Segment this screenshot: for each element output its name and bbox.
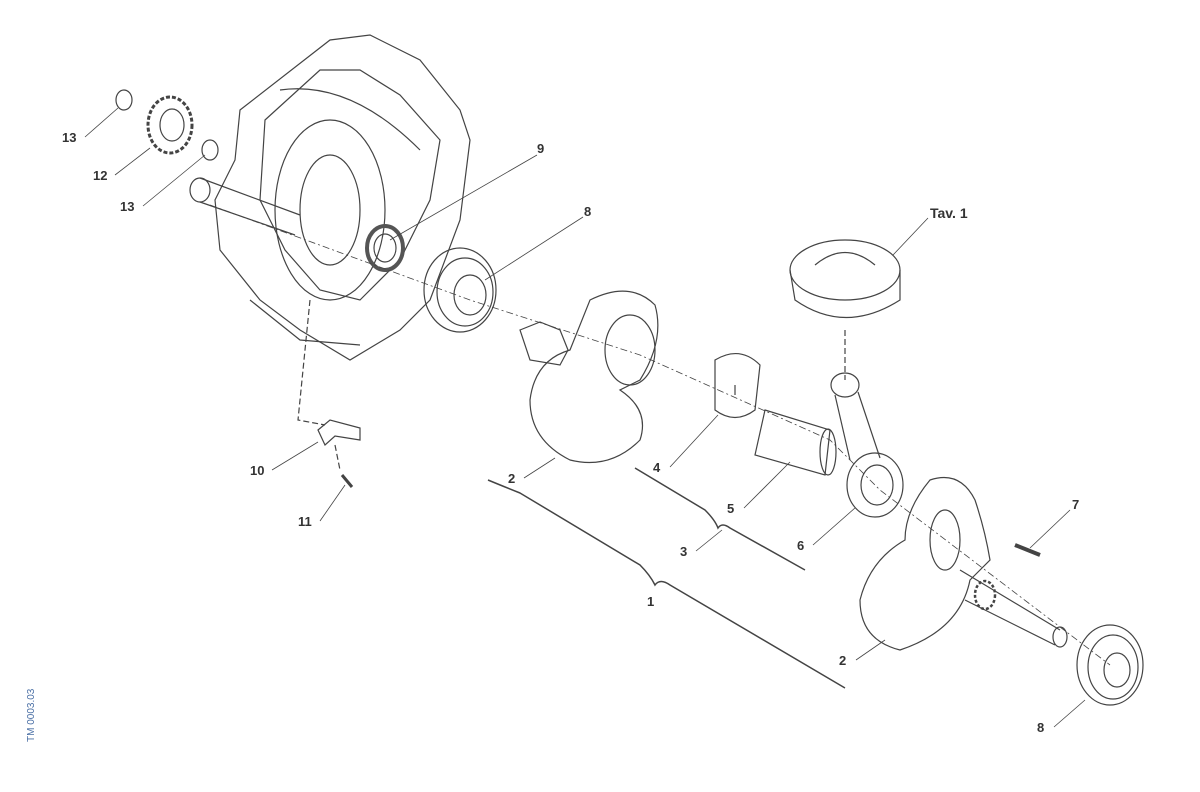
- screw-11: [340, 474, 354, 488]
- callout-7: 7: [1072, 497, 1080, 512]
- callout-table-1: Tav. 1: [930, 205, 968, 221]
- oil-seal-9: [365, 224, 405, 272]
- circlip-13a: [115, 89, 133, 111]
- callout-13: 13: [120, 199, 135, 214]
- callout-11: 11: [298, 514, 312, 529]
- callout-6: 6: [797, 538, 805, 553]
- axis-line: [209, 204, 1111, 666]
- crankcase-half: [214, 34, 471, 361]
- bracket-assembly-1: [487, 479, 846, 689]
- needle-cage-4: [714, 353, 761, 419]
- callout-8: 8: [1037, 720, 1045, 735]
- crank-half-2a: [519, 290, 659, 464]
- callout-4: 4: [653, 460, 661, 475]
- callout-2: 2: [839, 653, 847, 668]
- pin-7: [1014, 543, 1041, 557]
- piston: [789, 239, 901, 318]
- callout-3: 3: [680, 544, 688, 559]
- callout-13: 13: [62, 130, 77, 145]
- connecting-rod-6: [830, 372, 904, 518]
- bearing-8a: [423, 247, 497, 333]
- shaft: [189, 177, 301, 236]
- gear-12: [146, 95, 194, 155]
- crank-half-2b: [859, 476, 1068, 651]
- callout-12: 12: [93, 168, 108, 183]
- bracket-assembly-3: [634, 467, 806, 571]
- circlip-13b: [201, 139, 219, 161]
- leader-lines: [84, 107, 1086, 728]
- callout-9: 9: [537, 141, 545, 156]
- callout-2: 2: [508, 471, 516, 486]
- axis-line: [297, 299, 341, 471]
- crank-pin-5: [754, 409, 837, 476]
- drawing-code: TM 0003.03: [26, 688, 37, 742]
- bearing-8b: [1076, 624, 1144, 706]
- callout-1: 1: [647, 594, 655, 609]
- lever-10: [317, 419, 361, 446]
- callout-10: 10: [250, 463, 265, 478]
- callout-8: 8: [584, 204, 592, 219]
- callout-5: 5: [727, 501, 735, 516]
